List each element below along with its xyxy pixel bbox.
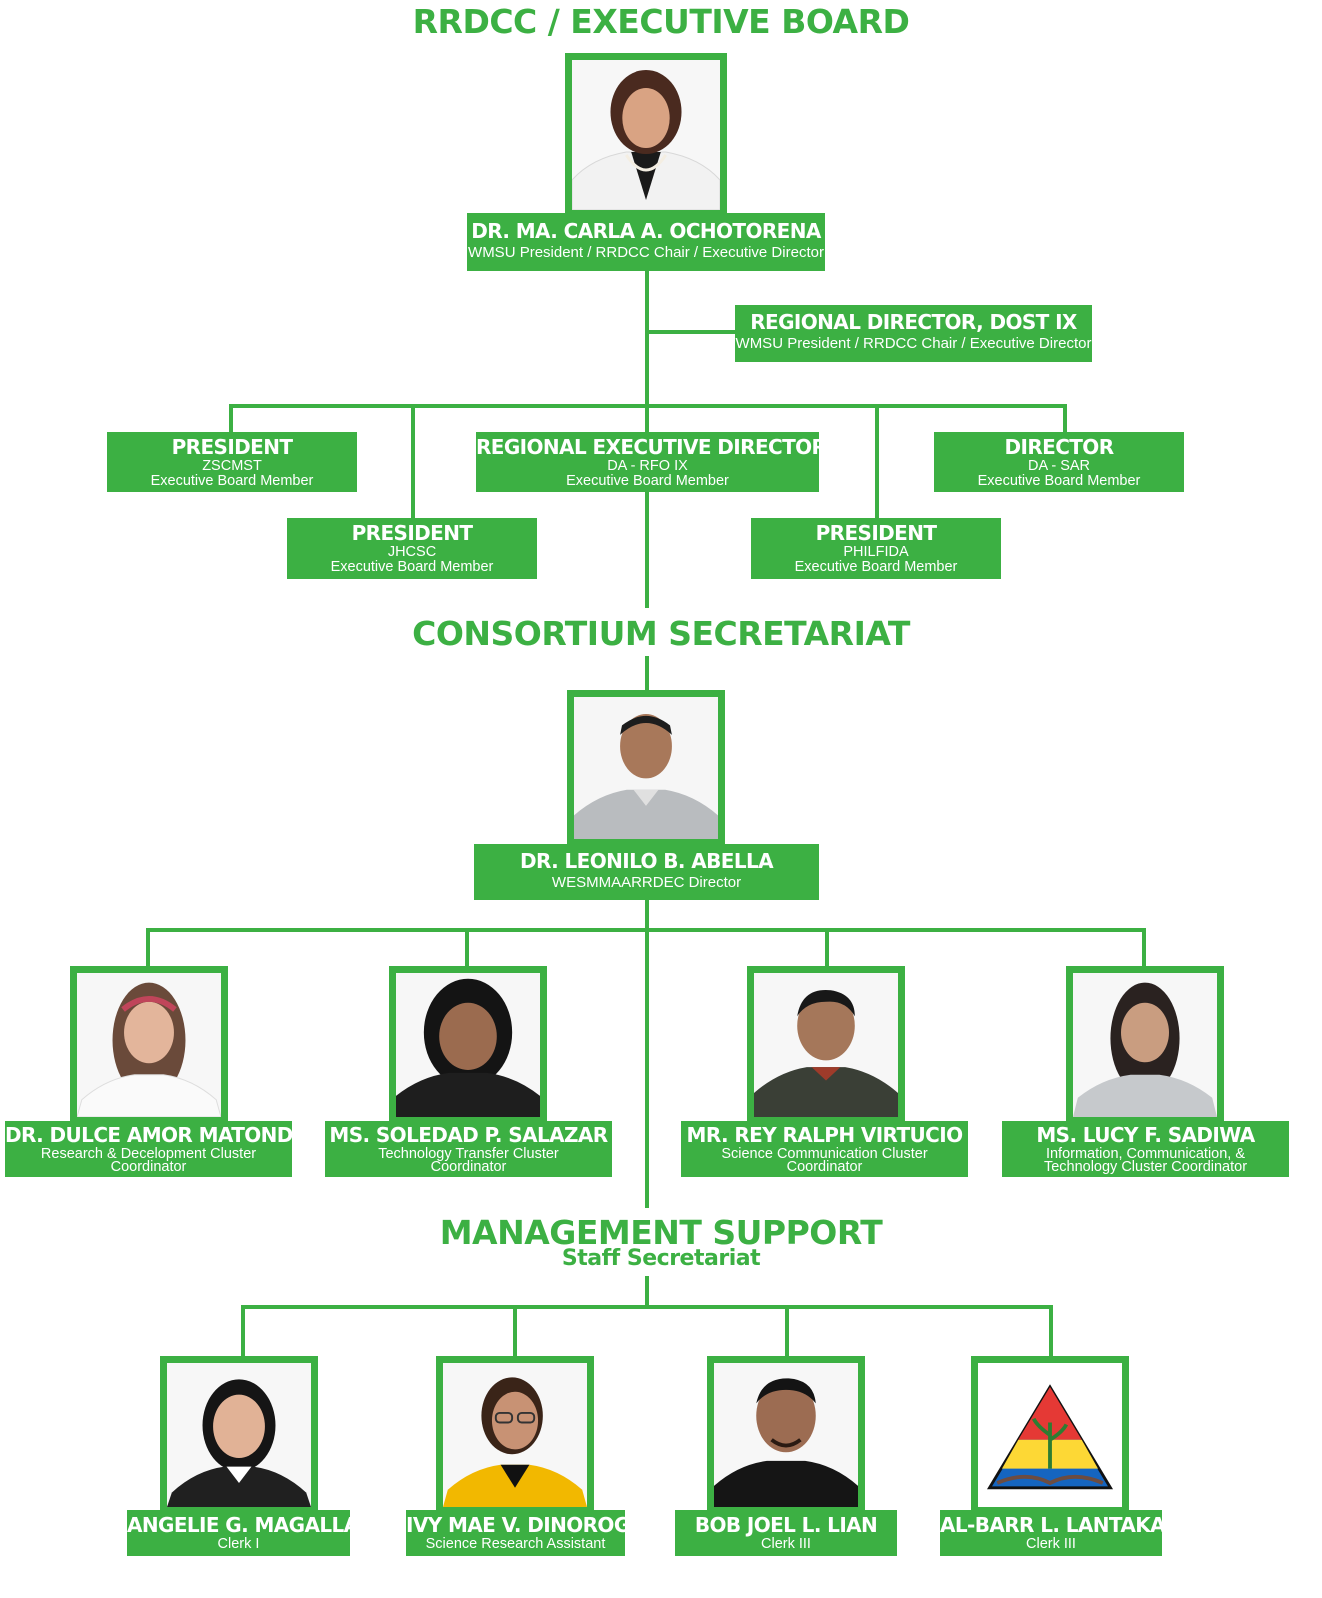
regional-director-card: REGIONAL DIRECTOR, DOST IX WMSU Presiden… <box>735 305 1092 362</box>
board-member-card: PRESIDENT PHILFIDA Executive Board Membe… <box>751 518 1001 579</box>
secretariat-heading: CONSORTIUM SECRETARIAT <box>412 614 910 653</box>
coordinator-name: MR. REY RALPH VIRTUCIO <box>686 1123 964 1147</box>
board-member-org: DA - SAR <box>1027 458 1091 474</box>
coordinator-role: Research & Decelopment Cluster <box>40 1146 257 1162</box>
board-member-org: PHILFIDA <box>843 544 909 560</box>
board-member-card: DIRECTOR DA - SAR Executive Board Member <box>934 432 1184 492</box>
coordinator-card: MR. REY RALPH VIRTUCIO Science Communica… <box>681 1121 968 1177</box>
connector <box>825 928 829 968</box>
connector <box>1142 928 1146 968</box>
connector <box>229 404 1066 408</box>
connector <box>785 1305 789 1357</box>
board-member-org: ZSCMST <box>202 458 262 474</box>
board-member-card: PRESIDENT ZSCMST Executive Board Member <box>107 432 357 492</box>
coordinator-role: Technology Transfer Cluster <box>378 1146 559 1162</box>
regional-director-role: WMSU President / RRDCC Chair / Executive… <box>735 335 1092 352</box>
board-member-role: Executive Board Member <box>330 559 494 575</box>
management-subheading: Staff Secretariat <box>561 1246 761 1271</box>
connector <box>647 330 737 334</box>
staff-role: Clerk III <box>761 1536 811 1552</box>
connector <box>229 404 233 434</box>
staff-card: BOB JOEL L. LIAN Clerk III <box>675 1510 897 1556</box>
staff-role: Science Research Assistant <box>425 1536 606 1552</box>
staff-name: ANGELIE G. MAGALLANES <box>127 1513 350 1537</box>
coordinator-card: DR. DULCE AMOR MATONDO Research & Decelo… <box>5 1121 292 1177</box>
staff-name: AL-BARR L. LANTAKA <box>940 1513 1162 1537</box>
staff-photo <box>436 1356 594 1514</box>
coordinator-photo <box>70 966 228 1124</box>
staff-photo <box>160 1356 318 1514</box>
board-member-title: PRESIDENT <box>171 435 293 459</box>
staff-role: Clerk III <box>1026 1536 1076 1552</box>
connector <box>645 898 649 1208</box>
coordinator-photo <box>389 966 547 1124</box>
staff-role: Clerk I <box>217 1536 260 1552</box>
board-heading: RRDCC / EXECUTIVE BOARD <box>412 2 910 41</box>
board-member-title: PRESIDENT <box>351 521 473 545</box>
board-member-title: PRESIDENT <box>815 521 937 545</box>
board-member-role: Executive Board Member <box>566 473 729 489</box>
board-member-card: PRESIDENT JHCSC Executive Board Member <box>287 518 537 579</box>
secretariat-head-photo <box>567 690 725 846</box>
coordinator-photo <box>747 966 905 1124</box>
board-member-org: JHCSC <box>387 544 437 560</box>
staff-card: IVY MAE V. DINOROG Science Research Assi… <box>406 1510 625 1556</box>
chair-name: DR. MA. CARLA A. OCHOTORENA <box>471 219 821 243</box>
regional-director-title: REGIONAL DIRECTOR, DOST IX <box>750 310 1077 334</box>
chair-card: DR. MA. CARLA A. OCHOTORENA WMSU Preside… <box>467 213 825 271</box>
coordinator-card: MS. LUCY F. SADIWA Information, Communic… <box>1002 1121 1289 1177</box>
connector <box>645 1276 649 1308</box>
staff-card: ANGELIE G. MAGALLANES Clerk I <box>127 1510 350 1556</box>
coordinator-card: MS. SOLEDAD P. SALAZAR Technology Transf… <box>325 1121 612 1177</box>
management-heading: MANAGEMENT SUPPORT <box>439 1213 883 1252</box>
coordinator-role: Science Communication Cluster <box>721 1146 928 1162</box>
staff-photo <box>971 1356 1129 1514</box>
connector <box>645 656 649 692</box>
board-member-role: Executive Board Member <box>794 559 958 575</box>
connector <box>146 928 1146 932</box>
connector <box>241 1305 245 1357</box>
staff-name: BOB JOEL L. LIAN <box>694 1513 878 1537</box>
connector <box>146 928 150 968</box>
coordinator-name: MS. LUCY F. SADIWA <box>1036 1123 1255 1147</box>
coordinator-role: Technology Cluster Coordinator <box>1043 1159 1248 1175</box>
board-member-card: REGIONAL EXECUTIVE DIRECTOR DA - RFO IX … <box>476 432 819 492</box>
staff-photo <box>707 1356 865 1514</box>
connector <box>1049 1305 1053 1357</box>
board-member-role: Executive Board Member <box>150 473 314 489</box>
staff-name: IVY MAE V. DINOROG <box>406 1513 625 1537</box>
coordinator-name: MS. SOLEDAD P. SALAZAR <box>329 1123 608 1147</box>
connector <box>875 404 879 520</box>
connector <box>241 1305 1053 1309</box>
board-member-title: DIRECTOR <box>1004 435 1114 459</box>
secretariat-head-role: WESMMAARRDEC Director <box>551 874 742 891</box>
coordinator-role: Coordinator <box>786 1159 863 1175</box>
chair-role: WMSU President / RRDCC Chair / Executive… <box>468 244 824 261</box>
secretariat-head-card: DR. LEONILO B. ABELLA WESMMAARRDEC Direc… <box>474 844 819 900</box>
coordinator-photo <box>1066 966 1224 1124</box>
coordinator-name: DR. DULCE AMOR MATONDO <box>5 1123 292 1147</box>
board-member-org: DA - RFO IX <box>607 458 688 474</box>
board-member-title: REGIONAL EXECUTIVE DIRECTOR <box>476 435 819 459</box>
chair-photo <box>565 53 727 217</box>
connector <box>513 1305 517 1357</box>
connector <box>411 404 415 520</box>
board-member-role: Executive Board Member <box>977 473 1141 489</box>
connector <box>465 928 469 968</box>
coordinator-role: Coordinator <box>430 1159 507 1175</box>
coordinator-role: Coordinator <box>110 1159 187 1175</box>
staff-card: AL-BARR L. LANTAKA Clerk III <box>940 1510 1162 1556</box>
connector <box>1063 404 1067 434</box>
coordinator-role: Information, Communication, & <box>1045 1146 1246 1162</box>
secretariat-head-name: DR. LEONILO B. ABELLA <box>519 849 774 873</box>
